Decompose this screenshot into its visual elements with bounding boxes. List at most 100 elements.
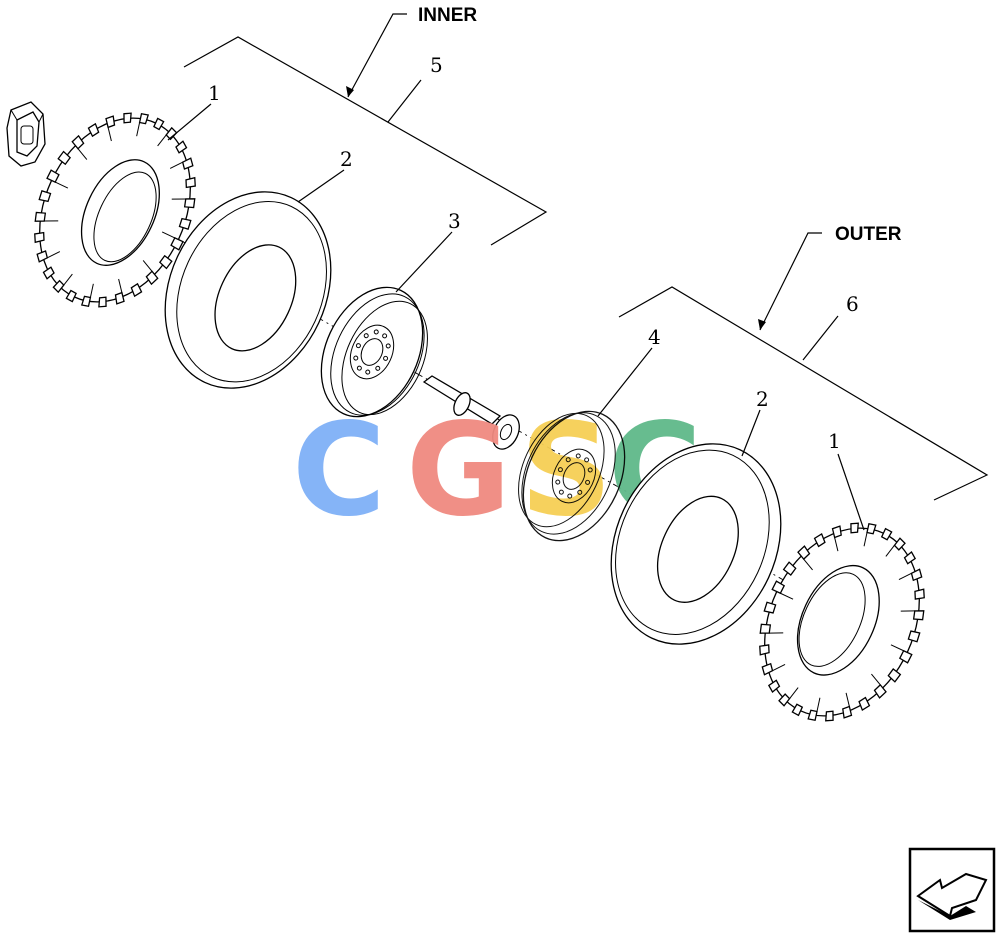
tread-lug bbox=[42, 266, 55, 280]
tire-tread-lugs bbox=[34, 112, 196, 308]
tread-lug bbox=[858, 696, 871, 712]
tread-lug bbox=[158, 254, 173, 270]
tread-lug bbox=[114, 291, 125, 305]
tread-lug bbox=[183, 198, 196, 209]
callout-6: 6 bbox=[846, 292, 859, 316]
tread-groove bbox=[63, 273, 73, 286]
callout-1-outer: 1 bbox=[828, 429, 841, 453]
tread-lug bbox=[761, 662, 774, 676]
tread-groove bbox=[89, 283, 94, 298]
tread-lug bbox=[813, 532, 826, 548]
tread-lug bbox=[175, 140, 188, 154]
bolt-hole bbox=[557, 467, 563, 473]
tread-groove bbox=[44, 220, 59, 222]
watermark-letter-1: C bbox=[292, 396, 386, 545]
tread-lug bbox=[181, 157, 194, 170]
tube-outer bbox=[610, 443, 782, 645]
tread-lug bbox=[57, 150, 72, 166]
tread-lug bbox=[893, 537, 906, 551]
tread-lug bbox=[807, 709, 818, 722]
tread-groove bbox=[772, 664, 786, 672]
tread-lug bbox=[887, 668, 902, 683]
tread-lug bbox=[98, 296, 107, 308]
tread-groove bbox=[863, 532, 868, 547]
bolt-hole bbox=[585, 479, 591, 485]
inner-assembly-bracket bbox=[183, 13, 548, 246]
tread-groove bbox=[898, 572, 912, 580]
tread-lug bbox=[38, 190, 52, 203]
tread-lug bbox=[825, 710, 834, 722]
tread-lug bbox=[842, 705, 853, 719]
tread-lug bbox=[36, 250, 49, 263]
bolt-hole bbox=[375, 365, 381, 371]
bolt-hole bbox=[382, 333, 388, 339]
tread-lug bbox=[170, 237, 184, 251]
tread-lug bbox=[907, 630, 921, 643]
bolt-hole bbox=[356, 365, 362, 371]
callout-5: 5 bbox=[430, 53, 443, 77]
tread-lug bbox=[850, 522, 859, 534]
bolt-hole bbox=[567, 493, 573, 499]
tread-lug bbox=[903, 551, 917, 565]
rim-outer bbox=[518, 410, 626, 542]
tread-groove bbox=[890, 644, 904, 652]
tread-lug bbox=[898, 649, 913, 664]
tread-groove bbox=[171, 198, 186, 200]
bolt-hole bbox=[577, 489, 583, 495]
tread-lug bbox=[123, 112, 132, 124]
tread-lug bbox=[759, 623, 772, 634]
tread-lug bbox=[880, 527, 893, 541]
tread-lug bbox=[145, 270, 159, 286]
tread-groove bbox=[169, 161, 183, 169]
tread-groove bbox=[142, 260, 153, 272]
bolt-hole bbox=[363, 333, 369, 339]
tread-lug bbox=[130, 282, 143, 298]
tread-groove bbox=[803, 558, 813, 571]
tread-lug bbox=[782, 561, 797, 576]
rim-inner bbox=[320, 286, 428, 418]
tread-groove bbox=[157, 134, 167, 147]
outer-assembly-bracket bbox=[618, 232, 989, 501]
tread-lug bbox=[34, 231, 45, 244]
tread-lug bbox=[178, 217, 192, 230]
tread-groove bbox=[161, 231, 176, 239]
inner-label: INNER bbox=[418, 5, 477, 26]
bolt-hole bbox=[555, 479, 561, 485]
callout-2-inner: 2 bbox=[340, 147, 353, 171]
tread-lug bbox=[767, 679, 781, 693]
tread-groove bbox=[77, 148, 88, 160]
bolt-hole bbox=[565, 457, 571, 463]
tread-lug bbox=[52, 279, 65, 294]
tread-groove bbox=[885, 545, 895, 557]
tire-outer bbox=[759, 522, 925, 722]
tire-tread-lugs bbox=[759, 522, 925, 722]
tread-groove bbox=[789, 687, 799, 699]
bolt-hole bbox=[373, 329, 379, 335]
tread-lug bbox=[185, 176, 196, 189]
tread-lug bbox=[866, 522, 877, 535]
tread-groove bbox=[900, 610, 915, 612]
bolt-hole bbox=[355, 343, 361, 349]
tread-lug bbox=[778, 693, 791, 707]
tread-lug bbox=[87, 122, 100, 138]
callout-1-inner: 1 bbox=[208, 81, 221, 105]
tread-lug bbox=[914, 588, 925, 600]
tube-inner bbox=[164, 191, 332, 389]
tread-lug bbox=[80, 295, 92, 308]
bolt-hole bbox=[365, 369, 371, 375]
tread-lug bbox=[759, 644, 770, 656]
outer-label: OUTER bbox=[835, 224, 902, 245]
tread-lug bbox=[71, 134, 85, 150]
tread-lug bbox=[873, 683, 887, 699]
tread-lug bbox=[153, 117, 165, 131]
watermark-letter-2: G bbox=[406, 396, 511, 545]
tire-inner bbox=[34, 112, 196, 308]
axle-shaft bbox=[422, 375, 520, 450]
callout-3: 3 bbox=[448, 209, 461, 233]
tread-lug bbox=[912, 610, 925, 621]
tread-groove bbox=[769, 632, 784, 634]
tread-lug bbox=[831, 525, 842, 539]
tread-lug bbox=[138, 112, 150, 125]
back-arrow-icon[interactable] bbox=[908, 847, 996, 933]
